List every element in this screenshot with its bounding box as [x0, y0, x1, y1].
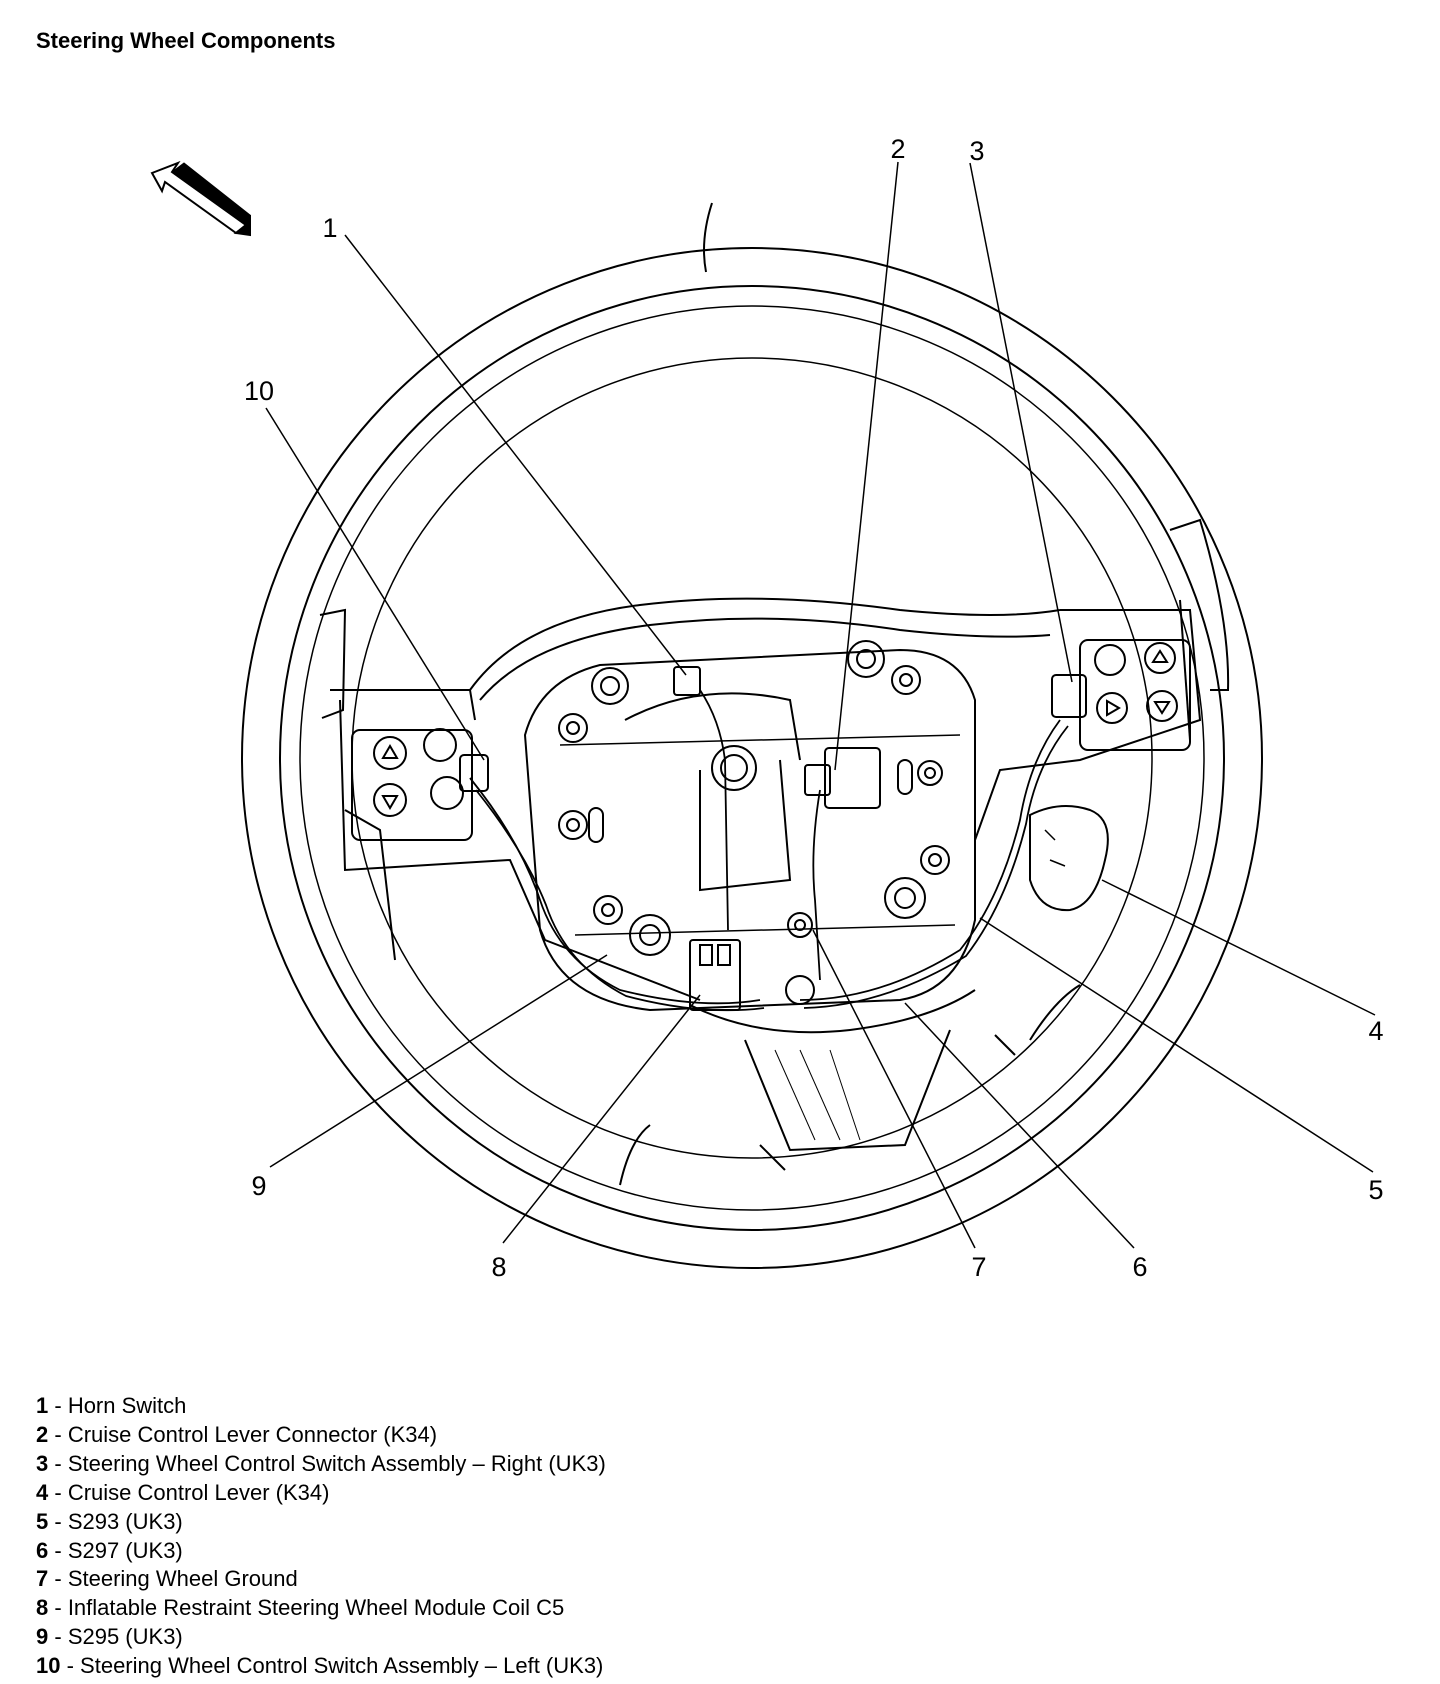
legend-number: 6	[36, 1537, 49, 1563]
legend-number: 3	[36, 1450, 49, 1476]
horn-switch	[673, 666, 701, 696]
page-title: Steering Wheel Components	[36, 28, 336, 53]
callout-3: 3	[969, 136, 984, 166]
legend-item: 2 - Cruise Control Lever Connector (K34)	[36, 1421, 606, 1450]
legend-number: 8	[36, 1595, 49, 1621]
legend-separator: -	[48, 1393, 68, 1418]
legend-separator: -	[48, 1421, 68, 1447]
legend-item: 6 - S297 (UK3)	[36, 1537, 606, 1566]
legend-number: 7	[36, 1566, 49, 1592]
legend-text: S295 (UK3)	[67, 1624, 183, 1650]
mounting-bosses	[558, 640, 950, 956]
right-switch-assembly	[1051, 639, 1191, 751]
legend-number: 4	[36, 1479, 49, 1505]
legend-number: 10	[36, 1653, 61, 1679]
legend-separator: -	[48, 1508, 68, 1534]
legend-separator: -	[48, 1537, 68, 1563]
callout-7: 7	[971, 1252, 986, 1282]
callout-2: 2	[890, 134, 905, 164]
cruise-lever-connector	[804, 747, 881, 809]
legend-separator: -	[48, 1595, 68, 1621]
legend-text: S297 (UK3)	[67, 1537, 183, 1563]
legend-separator: -	[48, 1450, 68, 1476]
callout-1: 1	[322, 213, 337, 243]
legend-item: 8 - Inflatable Restraint Steering Wheel …	[36, 1594, 606, 1623]
legend-text: Cruise Control Lever (K34)	[67, 1479, 330, 1505]
wheel-hub	[330, 597, 1202, 1152]
callout-6: 6	[1132, 1252, 1147, 1282]
steering-wheel-rim	[241, 202, 1263, 1269]
legend-text: Steering Wheel Control Switch Assembly –…	[80, 1653, 604, 1679]
legend-separator: -	[48, 1479, 68, 1505]
steering-wheel-diagram: 1 2 3 4 5 6 7 8 9 10	[150, 134, 1384, 1282]
legend-item: 3 - Steering Wheel Control Switch Assemb…	[36, 1450, 606, 1479]
legend-text: Horn Switch	[67, 1393, 187, 1418]
legend-text: Inflatable Restraint Steering Wheel Modu…	[67, 1595, 565, 1621]
legend-item: 7 - Steering Wheel Ground	[36, 1565, 606, 1594]
legend-separator: -	[48, 1566, 68, 1592]
callout-4: 4	[1368, 1016, 1383, 1046]
callout-10: 10	[244, 376, 274, 406]
legend-text: Steering Wheel Ground	[67, 1566, 298, 1592]
callout-9: 9	[251, 1171, 266, 1201]
legend-separator: -	[48, 1624, 68, 1650]
legend-number: 5	[36, 1508, 49, 1534]
legend-number: 1	[36, 1393, 49, 1418]
left-switch-assembly	[351, 728, 489, 841]
legend-item: 10 - Steering Wheel Control Switch Assem…	[36, 1652, 606, 1681]
legend-item: 4 - Cruise Control Lever (K34)	[36, 1479, 606, 1508]
direction-arrow-icon	[150, 160, 251, 237]
legend-item: 1 - Horn Switch	[36, 1392, 606, 1421]
callout-5: 5	[1368, 1175, 1383, 1205]
callout-8: 8	[491, 1252, 506, 1282]
legend-item: 9 - S295 (UK3)	[36, 1623, 606, 1652]
legend-number: 9	[36, 1624, 49, 1650]
coil-connector	[689, 939, 815, 1011]
legend-text: S293 (UK3)	[67, 1508, 183, 1534]
legend-number: 2	[36, 1421, 49, 1447]
cruise-control-lever	[1029, 805, 1109, 912]
wiring-harness	[469, 689, 1069, 1012]
legend-item: 5 - S293 (UK3)	[36, 1508, 606, 1537]
legend-text: Cruise Control Lever Connector (K34)	[67, 1421, 438, 1447]
legend-text: Steering Wheel Control Switch Assembly –…	[67, 1450, 606, 1476]
callout-leaders	[265, 161, 1376, 1249]
legend-separator: -	[60, 1653, 81, 1679]
callout-numbers: 1 2 3 4 5 6 7 8 9 10	[244, 134, 1384, 1282]
